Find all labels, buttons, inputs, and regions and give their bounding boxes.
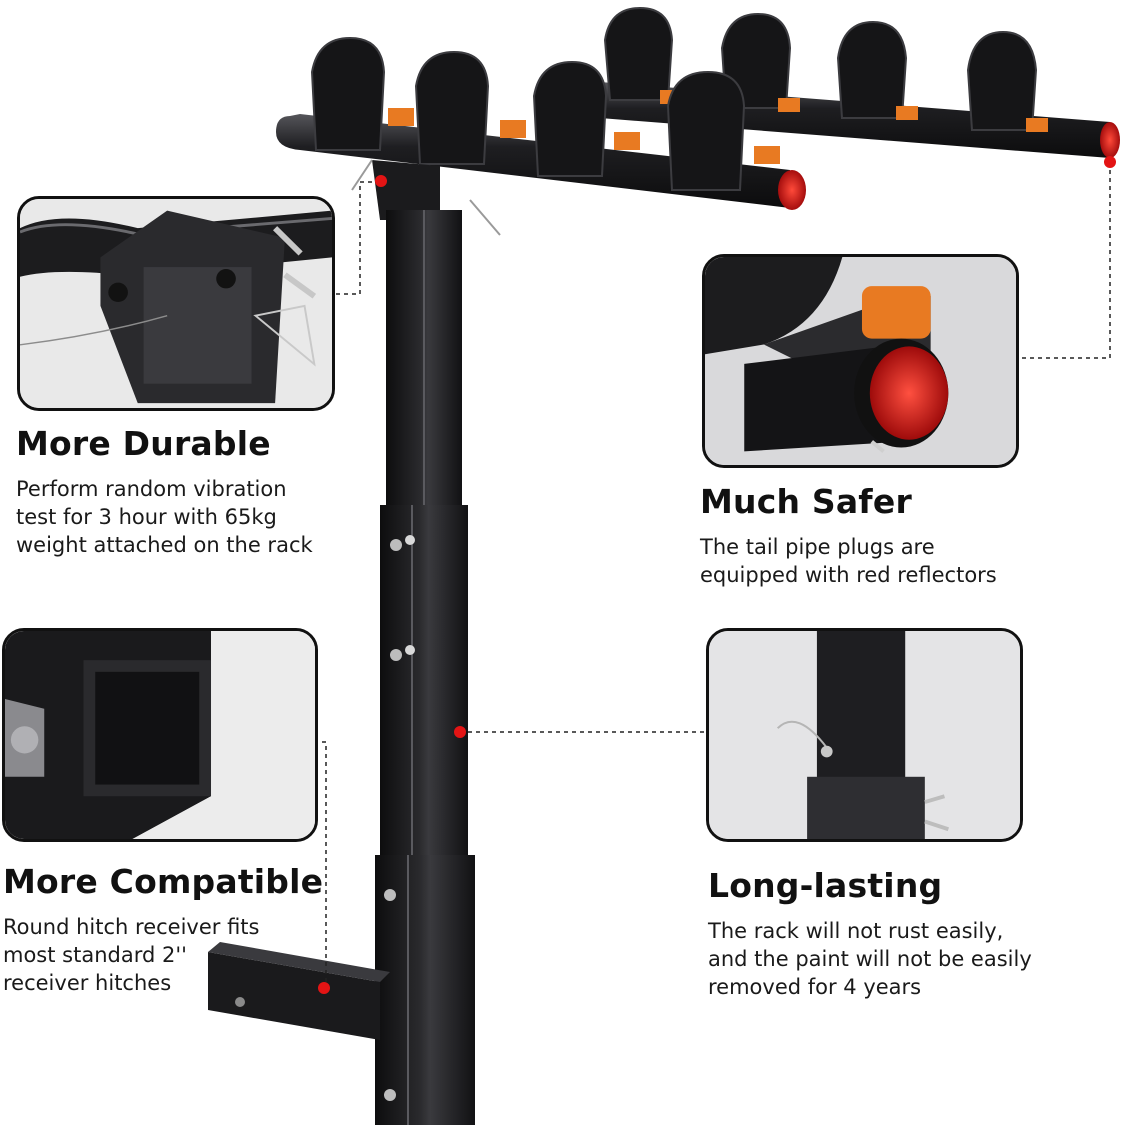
feature-line: test for 3 hour with 65kg — [16, 505, 277, 529]
feature-description: Perform random vibration test for 3 hour… — [16, 475, 313, 559]
feature-line: removed for 4 years — [708, 975, 922, 999]
front-carry-arm — [276, 114, 806, 210]
callout-dot-lasting — [454, 726, 466, 738]
inset-mast-pin — [706, 628, 1023, 842]
callout-dot-compatible — [318, 982, 330, 994]
feature-description: The rack will not rust easily, and the p… — [708, 917, 1032, 1001]
lower-mast — [380, 505, 468, 865]
front-cradles — [310, 36, 780, 191]
feature-much-safer: Much Safer The tail pipe plugs are equip… — [700, 482, 997, 589]
rear-reflector-plug — [1100, 122, 1120, 158]
callout-connectors — [322, 162, 1111, 988]
feature-description: The tail pipe plugs are equipped with re… — [700, 533, 997, 589]
feature-line: most standard 2'' — [3, 943, 187, 967]
feature-line: receiver hitches — [3, 971, 172, 995]
front-reflector-plug — [778, 170, 806, 210]
feature-line: weight attached on the rack — [16, 533, 313, 557]
rear-cradles — [603, 6, 1048, 132]
feature-title: Long-lasting — [708, 866, 943, 905]
feature-title: More Compatible — [3, 862, 324, 901]
inset-square-receiver — [2, 628, 318, 842]
feature-more-compatible: More Compatible Round hitch receiver fit… — [3, 862, 323, 997]
callout-dot-safer — [1104, 156, 1116, 168]
upper-mast — [386, 210, 462, 510]
callout-dots — [318, 156, 1116, 994]
inset-reflector-plug — [702, 254, 1019, 468]
feature-long-lasting: Long-lasting The rack will not rust easi… — [708, 866, 1032, 1001]
feature-line: The rack will not rust easily, — [708, 919, 1004, 943]
base-section — [375, 855, 475, 1125]
inset-pivot-bracket — [17, 196, 335, 411]
feature-more-durable: More Durable Perform random vibration te… — [16, 424, 313, 559]
feature-line: equipped with red reflectors — [700, 563, 997, 587]
feature-title: Much Safer — [700, 482, 912, 521]
feature-line: and the paint will not be easily — [708, 947, 1032, 971]
feature-line: Round hitch receiver fits — [3, 915, 260, 939]
feature-line: Perform random vibration — [16, 477, 287, 501]
hitch-receiver-bar — [208, 942, 390, 1040]
feature-description: Round hitch receiver fits most standard … — [3, 913, 323, 997]
feature-title: More Durable — [16, 424, 271, 463]
feature-line: The tail pipe plugs are — [700, 535, 935, 559]
callout-dot-durable — [375, 175, 387, 187]
pivot-bracket — [351, 159, 501, 236]
